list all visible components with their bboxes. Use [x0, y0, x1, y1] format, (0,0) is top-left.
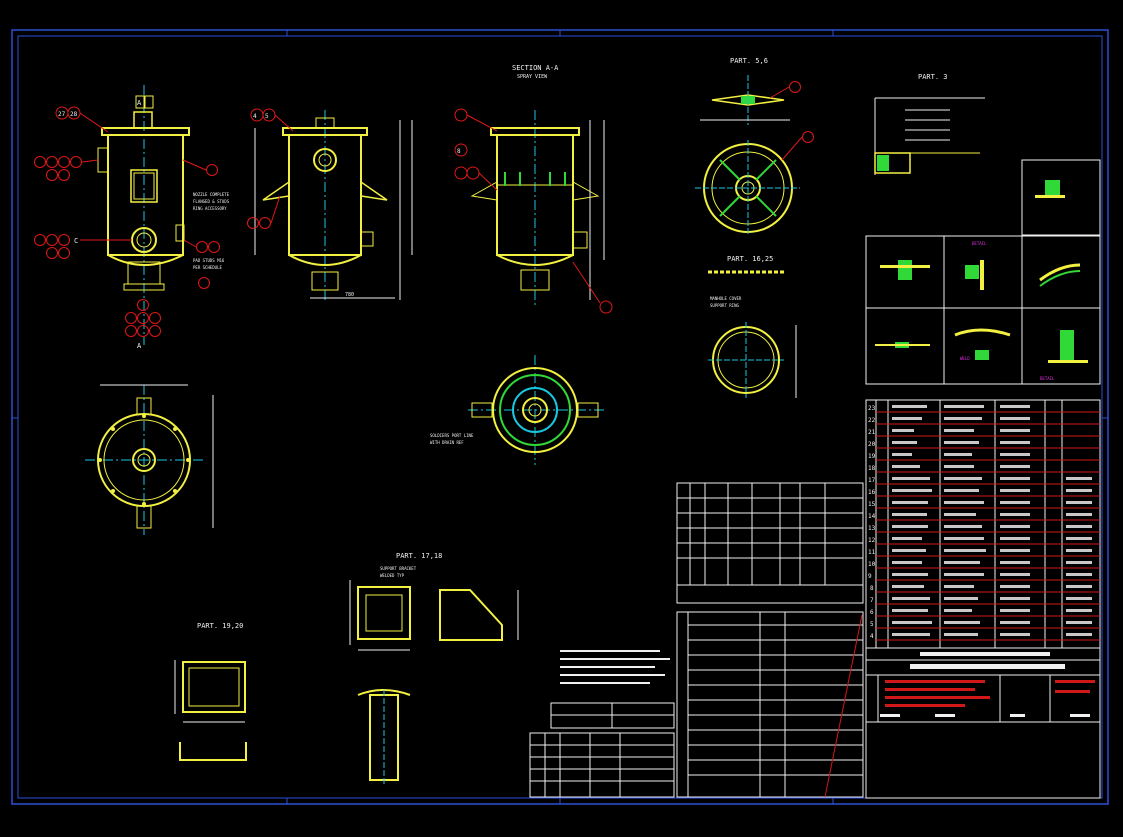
svg-text:21: 21	[868, 429, 876, 436]
svg-text:SPRAY VIEW: SPRAY VIEW	[517, 74, 548, 80]
part-17-18-view: PART. 17,18 SUPPORT BRACKET WELDED TYP	[349, 552, 519, 785]
section-mark-a: A	[137, 99, 142, 107]
svg-text:17: 17	[868, 477, 876, 484]
svg-text:19: 19	[868, 453, 876, 460]
nozzle-schedule-table	[676, 482, 864, 604]
parts-list-item-numbers: 23 22 21 20 19 18 17 16 15 14 13 12 11 1…	[868, 405, 876, 640]
svg-text:28: 28	[70, 111, 78, 118]
svg-text:4: 4	[253, 113, 257, 120]
svg-text:6: 6	[870, 609, 874, 616]
svg-text:23: 23	[868, 405, 876, 412]
svg-text:RING ACCESSORY: RING ACCESSORY	[193, 206, 227, 211]
svg-text:FLANGED & STUDS: FLANGED & STUDS	[193, 199, 230, 204]
svg-text:12: 12	[868, 537, 876, 544]
front-elevation-view: A 27 28 C NOZZLE COMPLETE	[34, 85, 230, 350]
svg-text:WELDED TYP: WELDED TYP	[380, 573, 405, 578]
svg-text:MANHOLE COVER: MANHOLE COVER	[710, 296, 742, 301]
section-a-a-view: SECTION A-A SPRAY VIEW 8	[454, 64, 613, 314]
part-19-20-view: PART. 19,20	[174, 622, 247, 761]
svg-text:5: 5	[870, 621, 874, 628]
svg-text:780: 780	[345, 292, 354, 298]
part1920-title: PART. 19,20	[197, 622, 243, 630]
svg-text:16: 16	[868, 489, 876, 496]
parts-list-red-rules	[876, 411, 1100, 641]
part56-title: PART. 5,6	[730, 57, 768, 65]
svg-text:SUPPORT BRACKET: SUPPORT BRACKET	[380, 566, 417, 571]
svg-text:14: 14	[868, 513, 876, 520]
svg-text:WELD: WELD	[960, 356, 970, 361]
part-16-25-view: PART. 16,25 MANHOLE COVER SUPPORT RING	[708, 255, 797, 398]
part3-title: PART. 3	[918, 73, 948, 81]
svg-text:4: 4	[870, 633, 874, 640]
weld-detail-marks: DETAIL WELD DETAIL	[875, 180, 1088, 381]
svg-text:20: 20	[868, 441, 876, 448]
weld-details-grid	[865, 159, 1101, 385]
notes-block	[529, 650, 675, 798]
svg-text:SUPPORT RING: SUPPORT RING	[710, 303, 739, 308]
side-elevation-view: 780 4 5	[247, 108, 413, 300]
svg-text:A: A	[137, 342, 142, 350]
plan-view	[85, 384, 214, 535]
svg-text:NOZZLE COMPLETE: NOZZLE COMPLETE	[193, 192, 230, 197]
title-block	[865, 647, 1101, 799]
part-5-6-view: PART. 5,6	[695, 57, 814, 236]
part1625-title: PART. 16,25	[727, 255, 773, 263]
svg-text:PER SCHEDULE: PER SCHEDULE	[193, 265, 222, 270]
parts-list-table	[865, 399, 1101, 649]
svg-text:7: 7	[870, 597, 874, 604]
svg-text:DETAIL: DETAIL	[972, 241, 987, 246]
bottom-section-view: SOLDIERS PORT LINE WITH DRAIN REF	[430, 355, 605, 465]
svg-text:15: 15	[868, 501, 876, 508]
svg-text:27: 27	[58, 111, 66, 118]
svg-text:PAD STUDS M16: PAD STUDS M16	[193, 258, 225, 263]
svg-text:SOLDIERS PORT LINE: SOLDIERS PORT LINE	[430, 433, 474, 438]
svg-text:22: 22	[868, 417, 876, 424]
svg-text:WITH DRAIN REF: WITH DRAIN REF	[430, 440, 464, 445]
outer-frame	[11, 29, 1109, 805]
svg-text:18: 18	[868, 465, 876, 472]
parts-list-text-bars	[892, 405, 1092, 636]
svg-text:C: C	[74, 237, 78, 245]
svg-text:13: 13	[868, 525, 876, 532]
section-title: SECTION A-A	[512, 64, 559, 72]
svg-text:8: 8	[457, 148, 461, 155]
svg-text:10: 10	[868, 561, 876, 568]
design-data-table	[676, 611, 864, 798]
part-3-view: PART. 3	[874, 73, 985, 175]
svg-text:5: 5	[265, 113, 269, 120]
svg-text:DETAIL: DETAIL	[1040, 376, 1055, 381]
svg-text:8: 8	[870, 585, 874, 592]
svg-text:11: 11	[868, 549, 876, 556]
svg-text:9: 9	[868, 573, 872, 580]
part1718-title: PART. 17,18	[396, 552, 442, 560]
